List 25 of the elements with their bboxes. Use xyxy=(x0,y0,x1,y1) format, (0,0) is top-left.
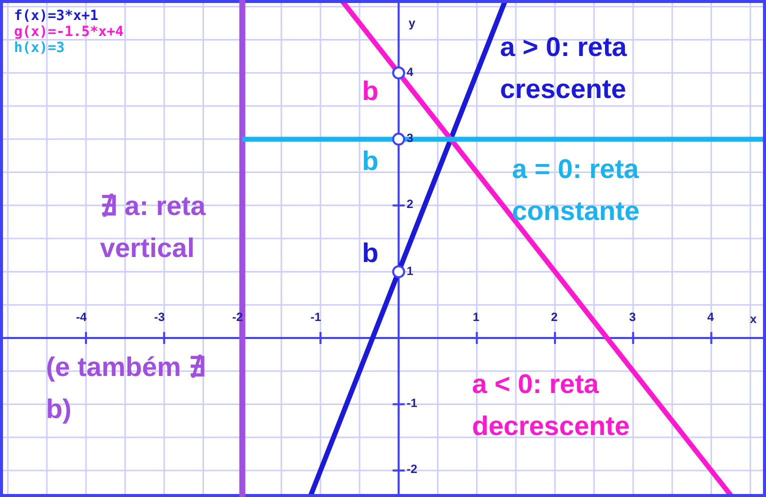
tick-label: -4 xyxy=(76,310,87,324)
tick-label: 4 xyxy=(707,310,714,324)
annotation-text: a < 0: reta decrescente xyxy=(472,368,631,443)
equation-text: f(x)=3*x+1 xyxy=(14,8,98,24)
annotation-text: ∄ a: reta vertical xyxy=(100,190,207,265)
tick-label: 4 xyxy=(406,64,414,79)
annotation-text: a > 0: reta crescente xyxy=(500,31,628,106)
tick-label: 1 xyxy=(406,264,414,278)
equation-text: h(x)=3 xyxy=(14,40,65,56)
intercept-label: b xyxy=(362,237,378,270)
tick-label: -1 xyxy=(310,310,322,324)
annotation-text: (e também ∄ b) xyxy=(46,351,207,426)
tick-label: 1 xyxy=(472,310,480,324)
tick-label: -3 xyxy=(154,310,165,324)
tick-label: 2 xyxy=(406,197,414,212)
axis-label: y xyxy=(408,16,416,30)
tick-label: 2 xyxy=(550,310,558,324)
equation-text: g(x)=-1.5*x+4 xyxy=(14,24,124,40)
tick-label: -2 xyxy=(406,462,418,476)
tick-label: -1 xyxy=(406,396,418,410)
tick-label: 3 xyxy=(629,310,636,324)
intercept-label: b xyxy=(362,145,378,178)
axis-label: x xyxy=(750,312,757,326)
intercept-label: b xyxy=(362,75,378,108)
annotation-text: a = 0: reta constante xyxy=(512,153,641,228)
